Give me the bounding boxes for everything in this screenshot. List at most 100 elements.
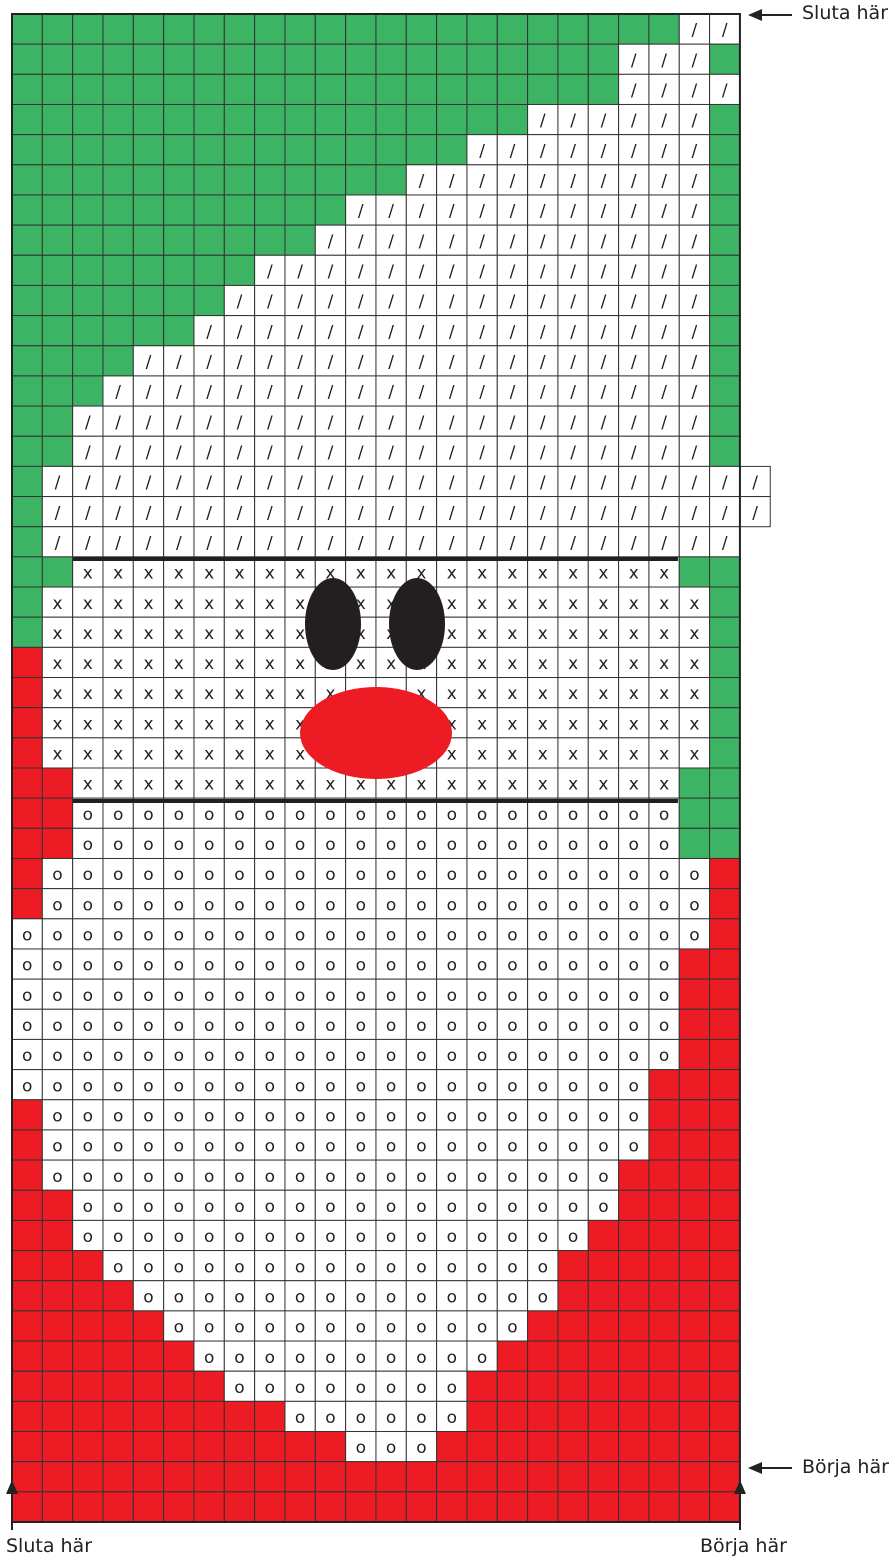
stitch-symbol: o: [598, 865, 608, 885]
stitch-symbol: o: [265, 1287, 275, 1307]
chart-cell: [103, 1341, 133, 1371]
chart-cell: [588, 1341, 618, 1371]
stitch-symbol: x: [113, 745, 123, 765]
stitch-symbol: x: [143, 714, 153, 734]
chart-cell: [133, 255, 163, 285]
stitch-symbol: o: [598, 1046, 608, 1066]
stitch-symbol: /: [115, 413, 121, 433]
stitch-symbol: /: [358, 232, 364, 252]
chart-cell: [528, 14, 558, 44]
chart-cell: [164, 14, 194, 44]
chart-cell: [376, 1492, 406, 1522]
chart-cell: [12, 768, 42, 798]
stitch-symbol: /: [328, 473, 334, 493]
stitch-symbol: /: [267, 383, 273, 403]
stitch-symbol: /: [692, 21, 698, 41]
stitch-symbol: o: [143, 926, 153, 946]
chart-cell: [588, 1311, 618, 1341]
chart-cell: [224, 14, 254, 44]
stitch-symbol: /: [692, 292, 698, 312]
stitch-symbol: /: [449, 413, 455, 433]
stitch-symbol: x: [234, 594, 244, 614]
stitch-symbol: /: [661, 473, 667, 493]
stitch-symbol: x: [447, 654, 457, 674]
stitch-symbol: x: [83, 775, 93, 795]
stitch-symbol: o: [204, 1137, 214, 1157]
chart-cell: [528, 1371, 558, 1401]
chart-cell: [710, 1401, 740, 1431]
stitch-symbol: /: [510, 503, 516, 523]
stitch-symbol: /: [661, 232, 667, 252]
stitch-symbol: /: [328, 352, 334, 372]
chart-cell: [588, 1251, 618, 1281]
stitch-symbol: x: [598, 594, 608, 614]
chart-cell: [103, 104, 133, 134]
stitch-symbol: /: [540, 322, 546, 342]
stitch-symbol: o: [234, 1076, 244, 1096]
stitch-symbol: o: [386, 1348, 396, 1368]
chart-cell: [285, 1492, 315, 1522]
chart-cell: [376, 1462, 406, 1492]
stitch-symbol: /: [55, 503, 61, 523]
stitch-symbol: o: [568, 986, 578, 1006]
chart-cell: [224, 1432, 254, 1462]
chart-cell: [12, 587, 42, 617]
chart-cell: [679, 1160, 709, 1190]
stitch-symbol: o: [83, 1227, 93, 1247]
stitch-symbol: /: [510, 292, 516, 312]
chart-cell: [12, 828, 42, 858]
stitch-symbol: /: [510, 413, 516, 433]
chart-cell: [710, 587, 740, 617]
stitch-symbol: /: [328, 443, 334, 463]
stitch-symbol: x: [234, 714, 244, 734]
stitch-symbol: /: [358, 503, 364, 523]
stitch-symbol: x: [568, 564, 578, 584]
stitch-symbol: /: [692, 51, 698, 71]
chart-cell: [710, 1130, 740, 1160]
chart-cell: [42, 346, 72, 376]
stitch-symbol: o: [507, 1167, 517, 1187]
stitch-symbol: x: [598, 714, 608, 734]
stitch-symbol: o: [538, 1137, 548, 1157]
stitch-symbol: o: [265, 1046, 275, 1066]
stitch-symbol: /: [692, 383, 698, 403]
stitch-symbol: o: [204, 1227, 214, 1247]
stitch-symbol: x: [265, 594, 275, 614]
stitch-symbol: o: [325, 1408, 335, 1428]
stitch-symbol: o: [477, 1318, 487, 1338]
chart-cell: [649, 1371, 679, 1401]
stitch-symbol: o: [447, 1076, 457, 1096]
chart-cell: [42, 225, 72, 255]
chart-cell: [12, 678, 42, 708]
chart-cell: [588, 1220, 618, 1250]
stitch-symbol: x: [629, 745, 639, 765]
chart-cell: [649, 1100, 679, 1130]
stitch-symbol: x: [598, 775, 608, 795]
stitch-symbol: /: [419, 443, 425, 463]
stitch-symbol: x: [629, 654, 639, 674]
stitch-symbol: o: [598, 926, 608, 946]
chart-cell: [710, 1190, 740, 1220]
stitch-symbol: x: [265, 624, 275, 644]
chart-cell: [164, 1432, 194, 1462]
stitch-symbol: o: [477, 1106, 487, 1126]
stitch-symbol: o: [659, 895, 669, 915]
stitch-symbol: /: [692, 232, 698, 252]
stitch-symbol: o: [52, 1167, 62, 1187]
stitch-symbol: o: [83, 1197, 93, 1217]
stitch-symbol: o: [234, 1378, 244, 1398]
stitch-symbol: /: [540, 111, 546, 131]
chart-cell: [73, 346, 103, 376]
stitch-symbol: o: [507, 1197, 517, 1217]
label-bottom-left: Sluta här: [6, 1535, 92, 1557]
stitch-symbol: o: [568, 1167, 578, 1187]
stitch-symbol: o: [629, 1016, 639, 1036]
stitch-symbol: o: [447, 865, 457, 885]
stitch-symbol: o: [538, 1287, 548, 1307]
stitch-symbol: o: [265, 926, 275, 946]
stitch-symbol: /: [631, 232, 637, 252]
stitch-symbol: /: [419, 172, 425, 192]
chart-cell: [12, 74, 42, 104]
stitch-symbol: /: [297, 383, 303, 403]
chart-cell: [194, 104, 224, 134]
